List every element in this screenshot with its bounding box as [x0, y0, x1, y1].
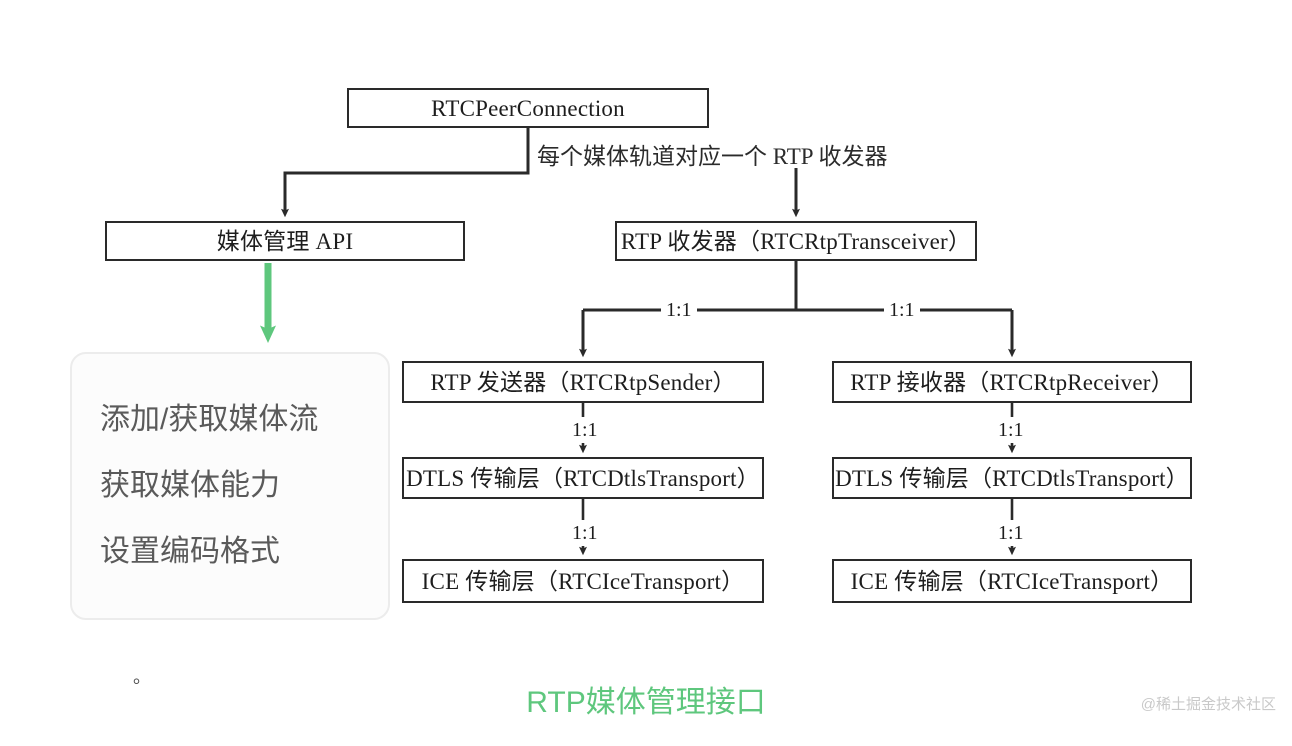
feature-item: 添加/获取媒体流: [100, 403, 319, 436]
node-rtp-receiver[interactable]: RTP 接收器（RTCRtpReceiver）: [832, 361, 1192, 403]
edge-label-ratio-dtls-ice-right: 1:1: [992, 520, 1030, 546]
node-label: RTP 发送器（RTCRtpSender）: [430, 369, 736, 395]
diagram-caption: RTP媒体管理接口: [0, 688, 1292, 718]
node-label: DTLS 传输层（RTCDtlsTransport）: [835, 465, 1189, 491]
node-dtls-transport-sender-side[interactable]: DTLS 传输层（RTCDtlsTransport）: [402, 457, 764, 499]
node-label: ICE 传输层（RTCIceTransport）: [850, 568, 1174, 594]
feature-item: 设置编码格式: [100, 535, 280, 568]
media-api-feature-panel: 添加/获取媒体流 获取媒体能力 设置编码格式: [70, 352, 390, 620]
diagram-caption-text: RTP媒体管理接口: [526, 686, 766, 719]
node-label: ICE 传输层（RTCIceTransport）: [421, 568, 745, 594]
edge-label-ratio-dtls-ice-left: 1:1: [566, 520, 604, 546]
edge-label-ratio-receiver-dtls: 1:1: [992, 417, 1030, 443]
node-rtp-sender[interactable]: RTP 发送器（RTCRtpSender）: [402, 361, 764, 403]
edge-label-ratio-sender-branch: 1:1: [661, 300, 697, 320]
node-label: RTP 收发器（RTCRtpTransceiver）: [620, 228, 972, 254]
edge-label-transceiver-note: 每个媒体轨道对应一个 RTP 收发器: [533, 145, 892, 168]
node-label: RTP 接收器（RTCRtpReceiver）: [850, 369, 1174, 395]
watermark: @稀土掘金技术社区: [1140, 696, 1276, 713]
edge-label-ratio-sender-dtls: 1:1: [566, 417, 604, 443]
node-rtp-transceiver[interactable]: RTP 收发器（RTCRtpTransceiver）: [615, 221, 977, 261]
edge-label-ratio-receiver-branch: 1:1: [884, 300, 920, 320]
node-label: 媒体管理 API: [216, 228, 354, 254]
node-media-management-api[interactable]: 媒体管理 API: [105, 221, 465, 261]
feature-item: 获取媒体能力: [100, 469, 280, 502]
node-ice-transport-sender-side[interactable]: ICE 传输层（RTCIceTransport）: [402, 559, 764, 603]
node-ice-transport-receiver-side[interactable]: ICE 传输层（RTCIceTransport）: [832, 559, 1192, 603]
stray-period-mark: 。: [133, 667, 151, 687]
node-dtls-transport-receiver-side[interactable]: DTLS 传输层（RTCDtlsTransport）: [832, 457, 1192, 499]
node-rtc-peer-connection[interactable]: RTCPeerConnection: [347, 88, 709, 128]
node-label: RTCPeerConnection: [431, 95, 625, 121]
node-label: DTLS 传输层（RTCDtlsTransport）: [406, 465, 760, 491]
